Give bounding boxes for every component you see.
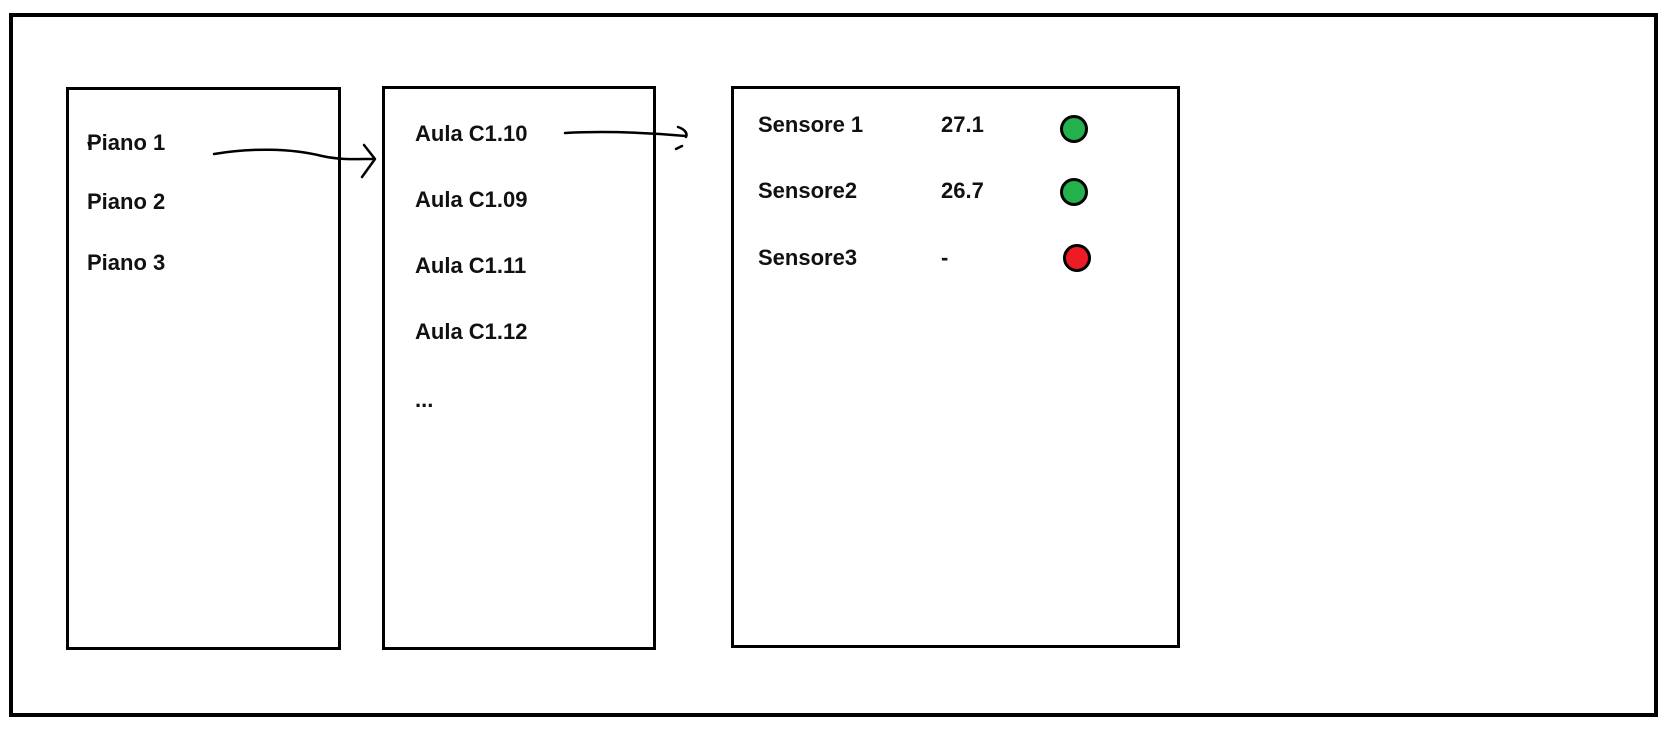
sensor-row[interactable]: Sensore3 - xyxy=(734,244,1177,275)
floor-item-piano-1[interactable]: Piano 1 xyxy=(87,130,166,155)
sensor-row[interactable]: Sensore2 26.7 xyxy=(734,178,1177,208)
room-item-c1-11[interactable]: Aula C1.11 xyxy=(415,253,527,278)
status-indicator-icon xyxy=(1060,115,1088,143)
sensors-panel: Sensore 1 27.1 Sensore2 26.7 Sensore3 - xyxy=(731,86,1180,648)
status-indicator-icon xyxy=(1063,244,1091,272)
room-item-c1-09[interactable]: Aula C1.09 xyxy=(415,187,528,212)
sensor-name: Sensore 1 xyxy=(758,112,864,137)
sensor-name: Sensore3 xyxy=(758,245,858,270)
rooms-panel: Aula C1.10 Aula C1.09 Aula C1.11 Aula C1… xyxy=(382,86,656,650)
sensor-value: 26.7 xyxy=(941,178,984,203)
status-indicator-icon xyxy=(1060,178,1088,206)
sensor-name: Sensore2 xyxy=(758,178,858,203)
room-item-more[interactable]: ... xyxy=(415,387,434,412)
floor-item-piano-3[interactable]: Piano 3 xyxy=(87,250,166,275)
sensor-row[interactable]: Sensore 1 27.1 xyxy=(734,112,1177,143)
outer-frame xyxy=(9,13,1658,717)
floor-item-piano-2[interactable]: Piano 2 xyxy=(87,189,166,214)
sensor-value: - xyxy=(941,245,949,270)
floors-panel: Piano 1 Piano 2 Piano 3 xyxy=(66,87,341,650)
sensor-value: 27.1 xyxy=(941,112,984,137)
room-item-c1-12[interactable]: Aula C1.12 xyxy=(415,319,528,344)
room-item-c1-10[interactable]: Aula C1.10 xyxy=(415,121,528,146)
